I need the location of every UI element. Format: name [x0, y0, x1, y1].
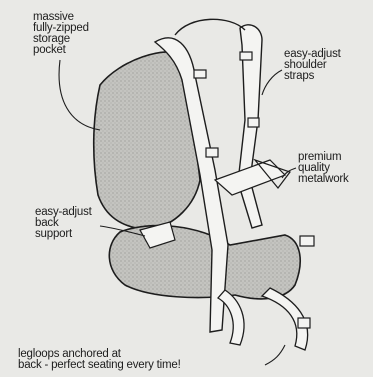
- metalwork-label: premium quality metalwork: [298, 152, 373, 185]
- legloop-buckle: [298, 318, 310, 328]
- storage-pocket-label: massive fully-zipped storage pocket: [33, 12, 143, 56]
- buckle-4: [248, 118, 259, 127]
- leader-shoulder: [262, 70, 282, 95]
- upper-loop-strap: [175, 19, 245, 35]
- leader-legloops: [265, 345, 285, 365]
- legloops-label: legloops anchored at back - perfect seat…: [18, 349, 268, 371]
- buckle-2: [240, 52, 252, 60]
- back-support-label: easy-adjust back support: [35, 207, 115, 240]
- shoulder-straps-label: easy-adjust shoulder straps: [284, 49, 373, 82]
- buckle-1: [194, 70, 206, 78]
- seat-pad: [109, 226, 300, 299]
- side-attachment: [300, 236, 314, 246]
- buckle-3: [206, 148, 218, 157]
